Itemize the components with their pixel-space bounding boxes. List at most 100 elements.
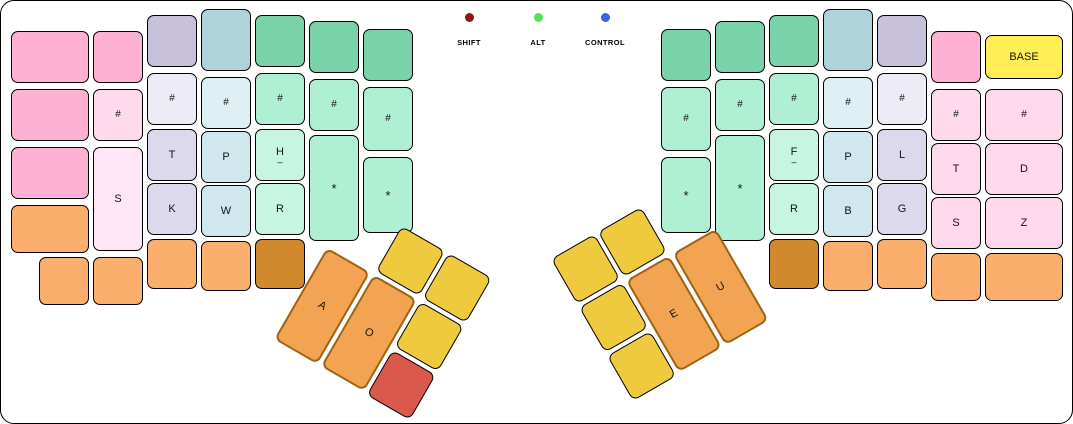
key-hash-2[interactable]: # (147, 73, 197, 125)
key-blank-right-bottom-1[interactable] (769, 239, 819, 289)
shift-led-icon (464, 13, 474, 22)
key-r-left[interactable]: R (255, 183, 305, 235)
key-blank-left-bottom-3[interactable] (147, 239, 197, 289)
key-blank-right-bottom-4[interactable] (931, 253, 981, 301)
key-hash-13[interactable]: # (985, 89, 1063, 141)
key-blank-left-col6-top[interactable] (363, 29, 413, 81)
key-hash-5[interactable]: # (309, 79, 359, 131)
key-hash-1[interactable]: # (93, 89, 143, 141)
key-star-right-2-label: * (737, 180, 743, 196)
key-star-left-1[interactable]: * (309, 135, 359, 241)
key-star-left-1-label: * (331, 180, 337, 196)
indicator-control-label: CONTROL (585, 38, 625, 47)
key-hash-4-label: # (277, 93, 283, 104)
key-s-left-label: S (114, 192, 122, 205)
key-z[interactable]: Z (985, 197, 1063, 249)
key-star-right-2[interactable]: * (715, 135, 765, 241)
key-s-right-label: S (952, 216, 960, 229)
key-r-right[interactable]: R (769, 183, 819, 235)
key-blank-left-col3-top[interactable] (201, 9, 251, 71)
key-blank-left-bottom-1[interactable] (39, 257, 89, 305)
key-star-left-2[interactable]: * (363, 157, 413, 233)
key-blank-right-bottom-5[interactable] (985, 253, 1063, 301)
key-blank-left-outer-2[interactable] (11, 89, 89, 141)
key-r-right-label: R (790, 202, 798, 215)
key-b[interactable]: B (823, 185, 873, 237)
key-hash-3[interactable]: # (201, 77, 251, 129)
key-t-left[interactable]: T (147, 129, 197, 181)
key-l[interactable]: L (877, 129, 927, 181)
key-blank-left-col4-top[interactable] (255, 15, 305, 67)
key-blank-left-bottom-5[interactable] (255, 239, 305, 289)
indicator-alt-label: ALT (530, 38, 546, 47)
indicator-control: CONTROL (570, 13, 640, 47)
key-hash-6-label: # (385, 113, 391, 124)
key-hash-12[interactable]: # (931, 89, 981, 141)
key-p-left[interactable]: P (201, 131, 251, 183)
key-d-label: D (1020, 162, 1028, 175)
key-hash-9-label: # (791, 93, 797, 104)
indicator-shift-label: SHIFT (457, 38, 481, 47)
key-h-label: H (276, 145, 284, 158)
key-s-right[interactable]: S (931, 197, 981, 249)
key-f-label: F (790, 145, 798, 158)
indicator-alt: ALT (503, 13, 573, 47)
key-blank-right-col1-top[interactable] (931, 31, 981, 83)
key-star-right-1-label: * (683, 187, 689, 203)
key-s-left[interactable]: S (93, 147, 143, 251)
key-t-left-label: T (168, 148, 176, 161)
key-f-sublabel: – (791, 156, 797, 167)
key-hash-11[interactable]: # (877, 73, 927, 125)
key-a-label: A (316, 298, 329, 313)
key-w[interactable]: W (201, 185, 251, 237)
key-g[interactable]: G (877, 183, 927, 235)
key-hash-8[interactable]: # (715, 79, 765, 131)
key-blank-left-outer-3[interactable] (11, 147, 89, 199)
key-d[interactable]: D (985, 143, 1063, 195)
key-blank-left-col2-top[interactable] (147, 15, 197, 67)
key-star-right-1[interactable]: * (661, 157, 711, 233)
key-h[interactable]: H– (255, 129, 305, 181)
key-hash-6[interactable]: # (363, 87, 413, 151)
key-e-label: E (667, 306, 680, 321)
key-k[interactable]: K (147, 183, 197, 235)
key-blank-left-bottom-2[interactable] (93, 257, 143, 305)
indicator-shift: SHIFT (434, 13, 504, 47)
key-h-sublabel: – (277, 156, 283, 167)
key-hash-10[interactable]: # (823, 77, 873, 129)
key-blank-right-col6-top[interactable] (661, 29, 711, 81)
key-k-label: K (168, 202, 176, 215)
key-blank-left-bottom-4[interactable] (201, 241, 251, 291)
key-z-label: Z (1020, 216, 1028, 229)
key-base-layer[interactable]: BASE (985, 35, 1063, 79)
key-hash-3-label: # (223, 97, 229, 108)
key-blank-right-bottom-2[interactable] (823, 241, 873, 291)
key-hash-4[interactable]: # (255, 73, 305, 125)
key-hash-2-label: # (169, 93, 175, 104)
key-b-label: B (844, 204, 852, 217)
key-hash-7[interactable]: # (661, 87, 711, 151)
key-blank-right-bottom-3[interactable] (877, 239, 927, 289)
key-hash-12-label: # (953, 109, 959, 120)
key-l-label: L (898, 148, 906, 161)
key-blank-left-outer-1[interactable] (11, 31, 89, 83)
key-hash-8-label: # (737, 99, 743, 110)
key-blank-left-outer-4[interactable] (11, 205, 89, 253)
key-star-left-2-label: * (385, 187, 391, 203)
key-r-left-label: R (276, 202, 284, 215)
key-blank-right-col2-top[interactable] (877, 15, 927, 67)
key-u-label: U (713, 279, 727, 294)
key-blank-right-col4-top[interactable] (769, 15, 819, 67)
key-p-right[interactable]: P (823, 131, 873, 183)
key-blank-left-col1-top[interactable] (93, 31, 143, 83)
key-hash-9[interactable]: # (769, 73, 819, 125)
key-blank-right-col3-top[interactable] (823, 9, 873, 71)
key-p-left-label: P (222, 150, 230, 163)
key-t-right[interactable]: T (931, 143, 981, 195)
key-blank-left-col5-top[interactable] (309, 21, 359, 73)
key-p-right-label: P (844, 150, 852, 163)
key-f[interactable]: F– (769, 129, 819, 181)
key-blank-right-col5-top[interactable] (715, 21, 765, 73)
control-led-icon (600, 13, 610, 22)
key-hash-11-label: # (899, 93, 905, 104)
